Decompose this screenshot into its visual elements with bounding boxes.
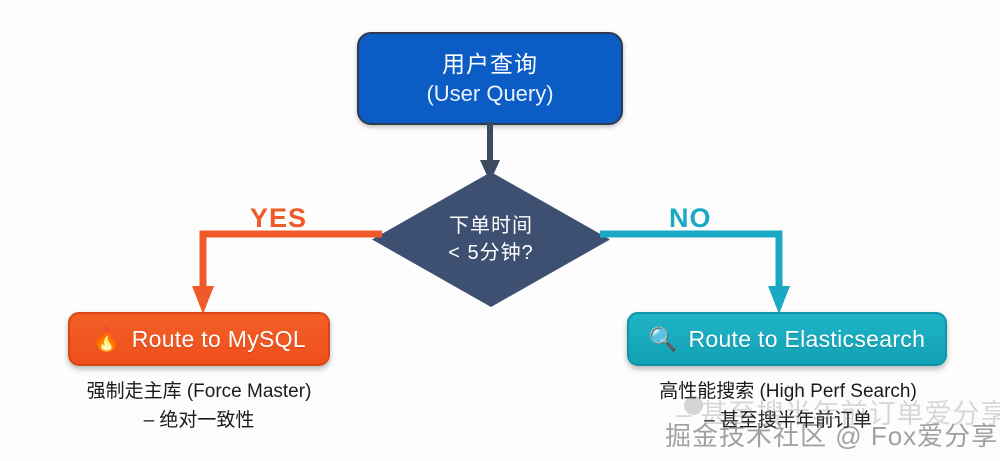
branch-label-no: NO <box>669 203 712 233</box>
button-route-to-elasticsearch-label: Route to Elasticsearch <box>688 325 926 352</box>
caption-elasticsearch-line1: 高性能搜索 (High Perf Search) <box>659 381 917 402</box>
fire-icon: 🔥 <box>92 325 121 352</box>
connector-query-to-decision <box>480 122 500 182</box>
button-route-to-mysql-label: Route to MySQL <box>131 325 306 352</box>
node-user-query-line2: (User Query) <box>426 81 554 106</box>
watermark-dot <box>684 396 703 415</box>
branch-label-yes: YES <box>250 203 308 233</box>
caption-elasticsearch: 高性能搜索 (High Perf Search) – 甚至搜半年前订单 <box>598 377 978 435</box>
connector-yes-to-mysql <box>192 230 382 314</box>
button-route-to-mysql[interactable]: 🔥 Route to MySQL <box>68 312 330 366</box>
node-user-query[interactable]: 用户查询 (User Query) <box>357 32 623 125</box>
node-decision-order-time[interactable]: 下单时间 < 5分钟? <box>372 172 610 307</box>
caption-elasticsearch-line2: – 甚至搜半年前订单 <box>704 410 872 431</box>
connector-no-to-elasticsearch <box>600 230 790 314</box>
diamond-shape <box>372 172 610 307</box>
caption-mysql-line1: 强制走主库 (Force Master) <box>86 381 312 402</box>
caption-mysql-line2: – 绝对一致性 <box>143 410 255 431</box>
button-route-to-elasticsearch[interactable]: 🔍 Route to Elasticsearch <box>627 312 947 366</box>
caption-mysql: 强制走主库 (Force Master) – 绝对一致性 <box>28 377 370 435</box>
node-user-query-line1: 用户查询 <box>442 51 538 77</box>
magnifier-icon: 🔍 <box>648 325 678 352</box>
